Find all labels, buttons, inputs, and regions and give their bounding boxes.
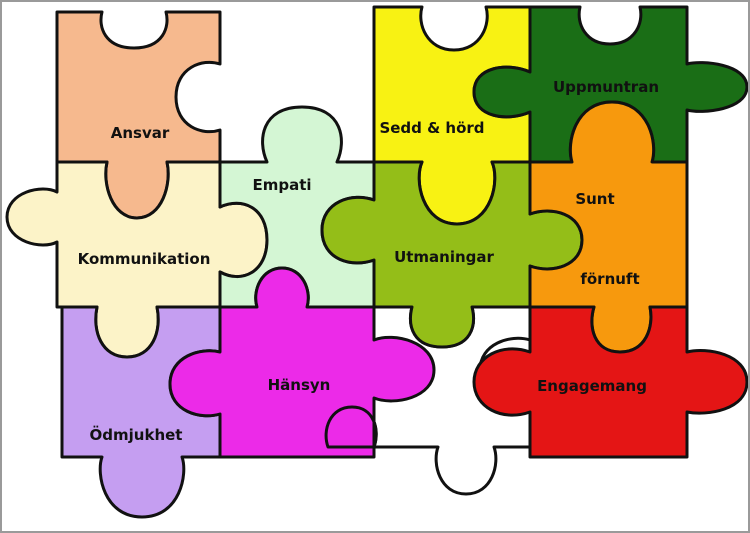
- puzzle-piece-hansyn: [168, 266, 436, 459]
- puzzle-piece-engagemang: [472, 305, 748, 459]
- piece-label-fornuft: förnuft: [580, 270, 639, 288]
- piece-label-hansyn: Hänsyn: [268, 376, 331, 394]
- piece-label-engagemang: Engagemang: [537, 377, 647, 395]
- piece-label-sedd-hord: Sedd & hörd: [379, 119, 484, 137]
- piece-label-odmjukhet: Ödmjukhet: [90, 425, 183, 444]
- piece-label-sunt: Sunt: [575, 190, 614, 208]
- piece-label-utmaningar: Utmaningar: [394, 248, 494, 266]
- piece-label-kommunikation: Kommunikation: [78, 250, 211, 268]
- piece-label-uppmuntran: Uppmuntran: [553, 78, 659, 96]
- piece-label-ansvar: Ansvar: [111, 124, 170, 142]
- piece-label-empati: Empati: [252, 176, 311, 194]
